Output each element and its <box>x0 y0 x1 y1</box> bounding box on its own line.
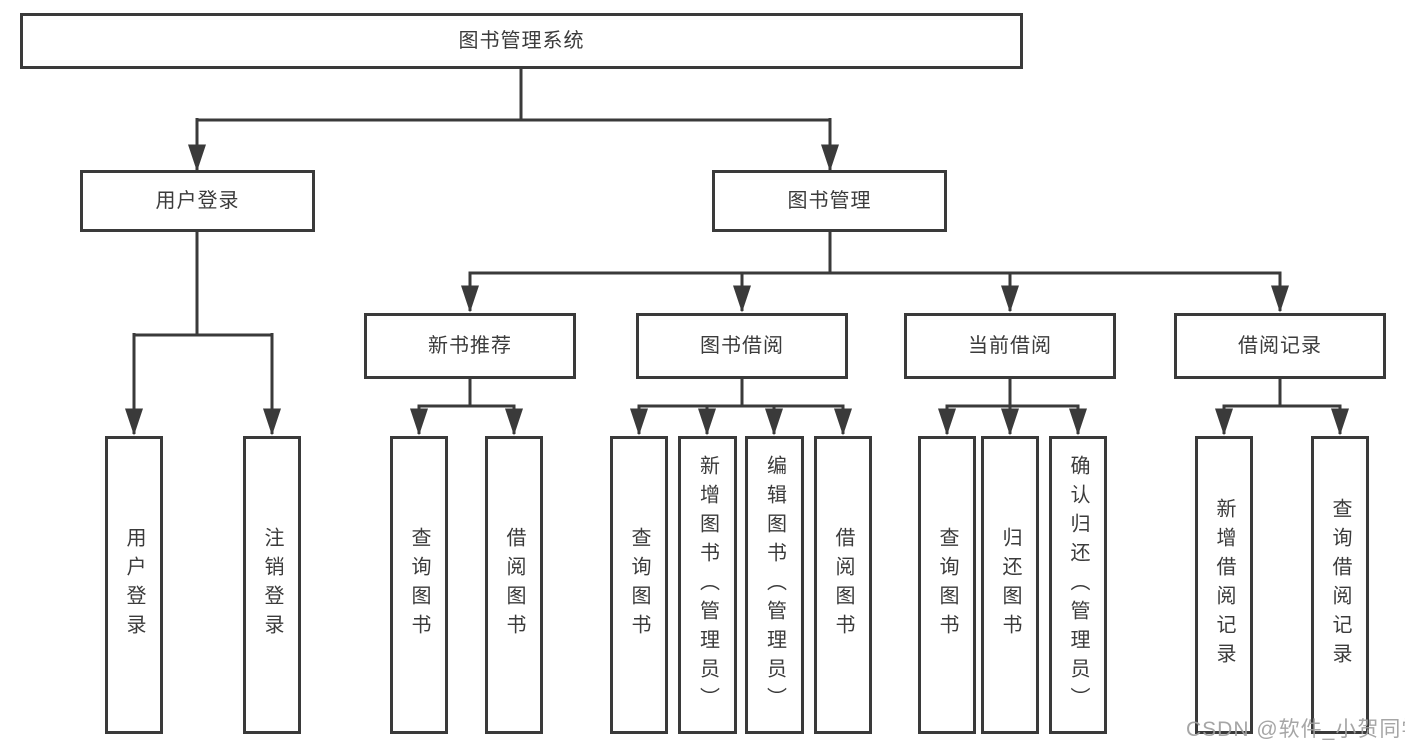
leaf-edit-book-admin: 编辑图书（管理员） <box>745 436 804 734</box>
leaf-return-book: 归还图书 <box>981 436 1039 734</box>
leaf-recommend-borrow-book: 借阅图书 <box>485 436 543 734</box>
node-user-login: 用户登录 <box>80 170 315 232</box>
leaf-query-borrow-record: 查询借阅记录 <box>1311 436 1369 734</box>
csdn-watermark: CSDN @软件_小贺同学 <box>1186 718 1405 741</box>
node-root: 图书管理系统 <box>20 13 1023 69</box>
node-book-management: 图书管理 <box>712 170 947 232</box>
leaf-add-borrow-record: 新增借阅记录 <box>1195 436 1253 734</box>
leaf-recommend-query-book: 查询图书 <box>390 436 448 734</box>
leaf-current-query-book: 查询图书 <box>918 436 976 734</box>
leaf-borrow-query-book: 查询图书 <box>610 436 668 734</box>
leaf-logout: 注销登录 <box>243 436 301 734</box>
node-book-borrow: 图书借阅 <box>636 313 848 379</box>
leaf-user-login: 用户登录 <box>105 436 163 734</box>
leaf-add-book-admin: 新增图书（管理员） <box>678 436 737 734</box>
leaf-confirm-return-admin: 确认归还（管理员） <box>1049 436 1107 734</box>
node-borrow-record: 借阅记录 <box>1174 313 1386 379</box>
leaf-borrow-book: 借阅图书 <box>814 436 872 734</box>
node-new-book-recommend: 新书推荐 <box>364 313 576 379</box>
node-current-borrow: 当前借阅 <box>904 313 1116 379</box>
